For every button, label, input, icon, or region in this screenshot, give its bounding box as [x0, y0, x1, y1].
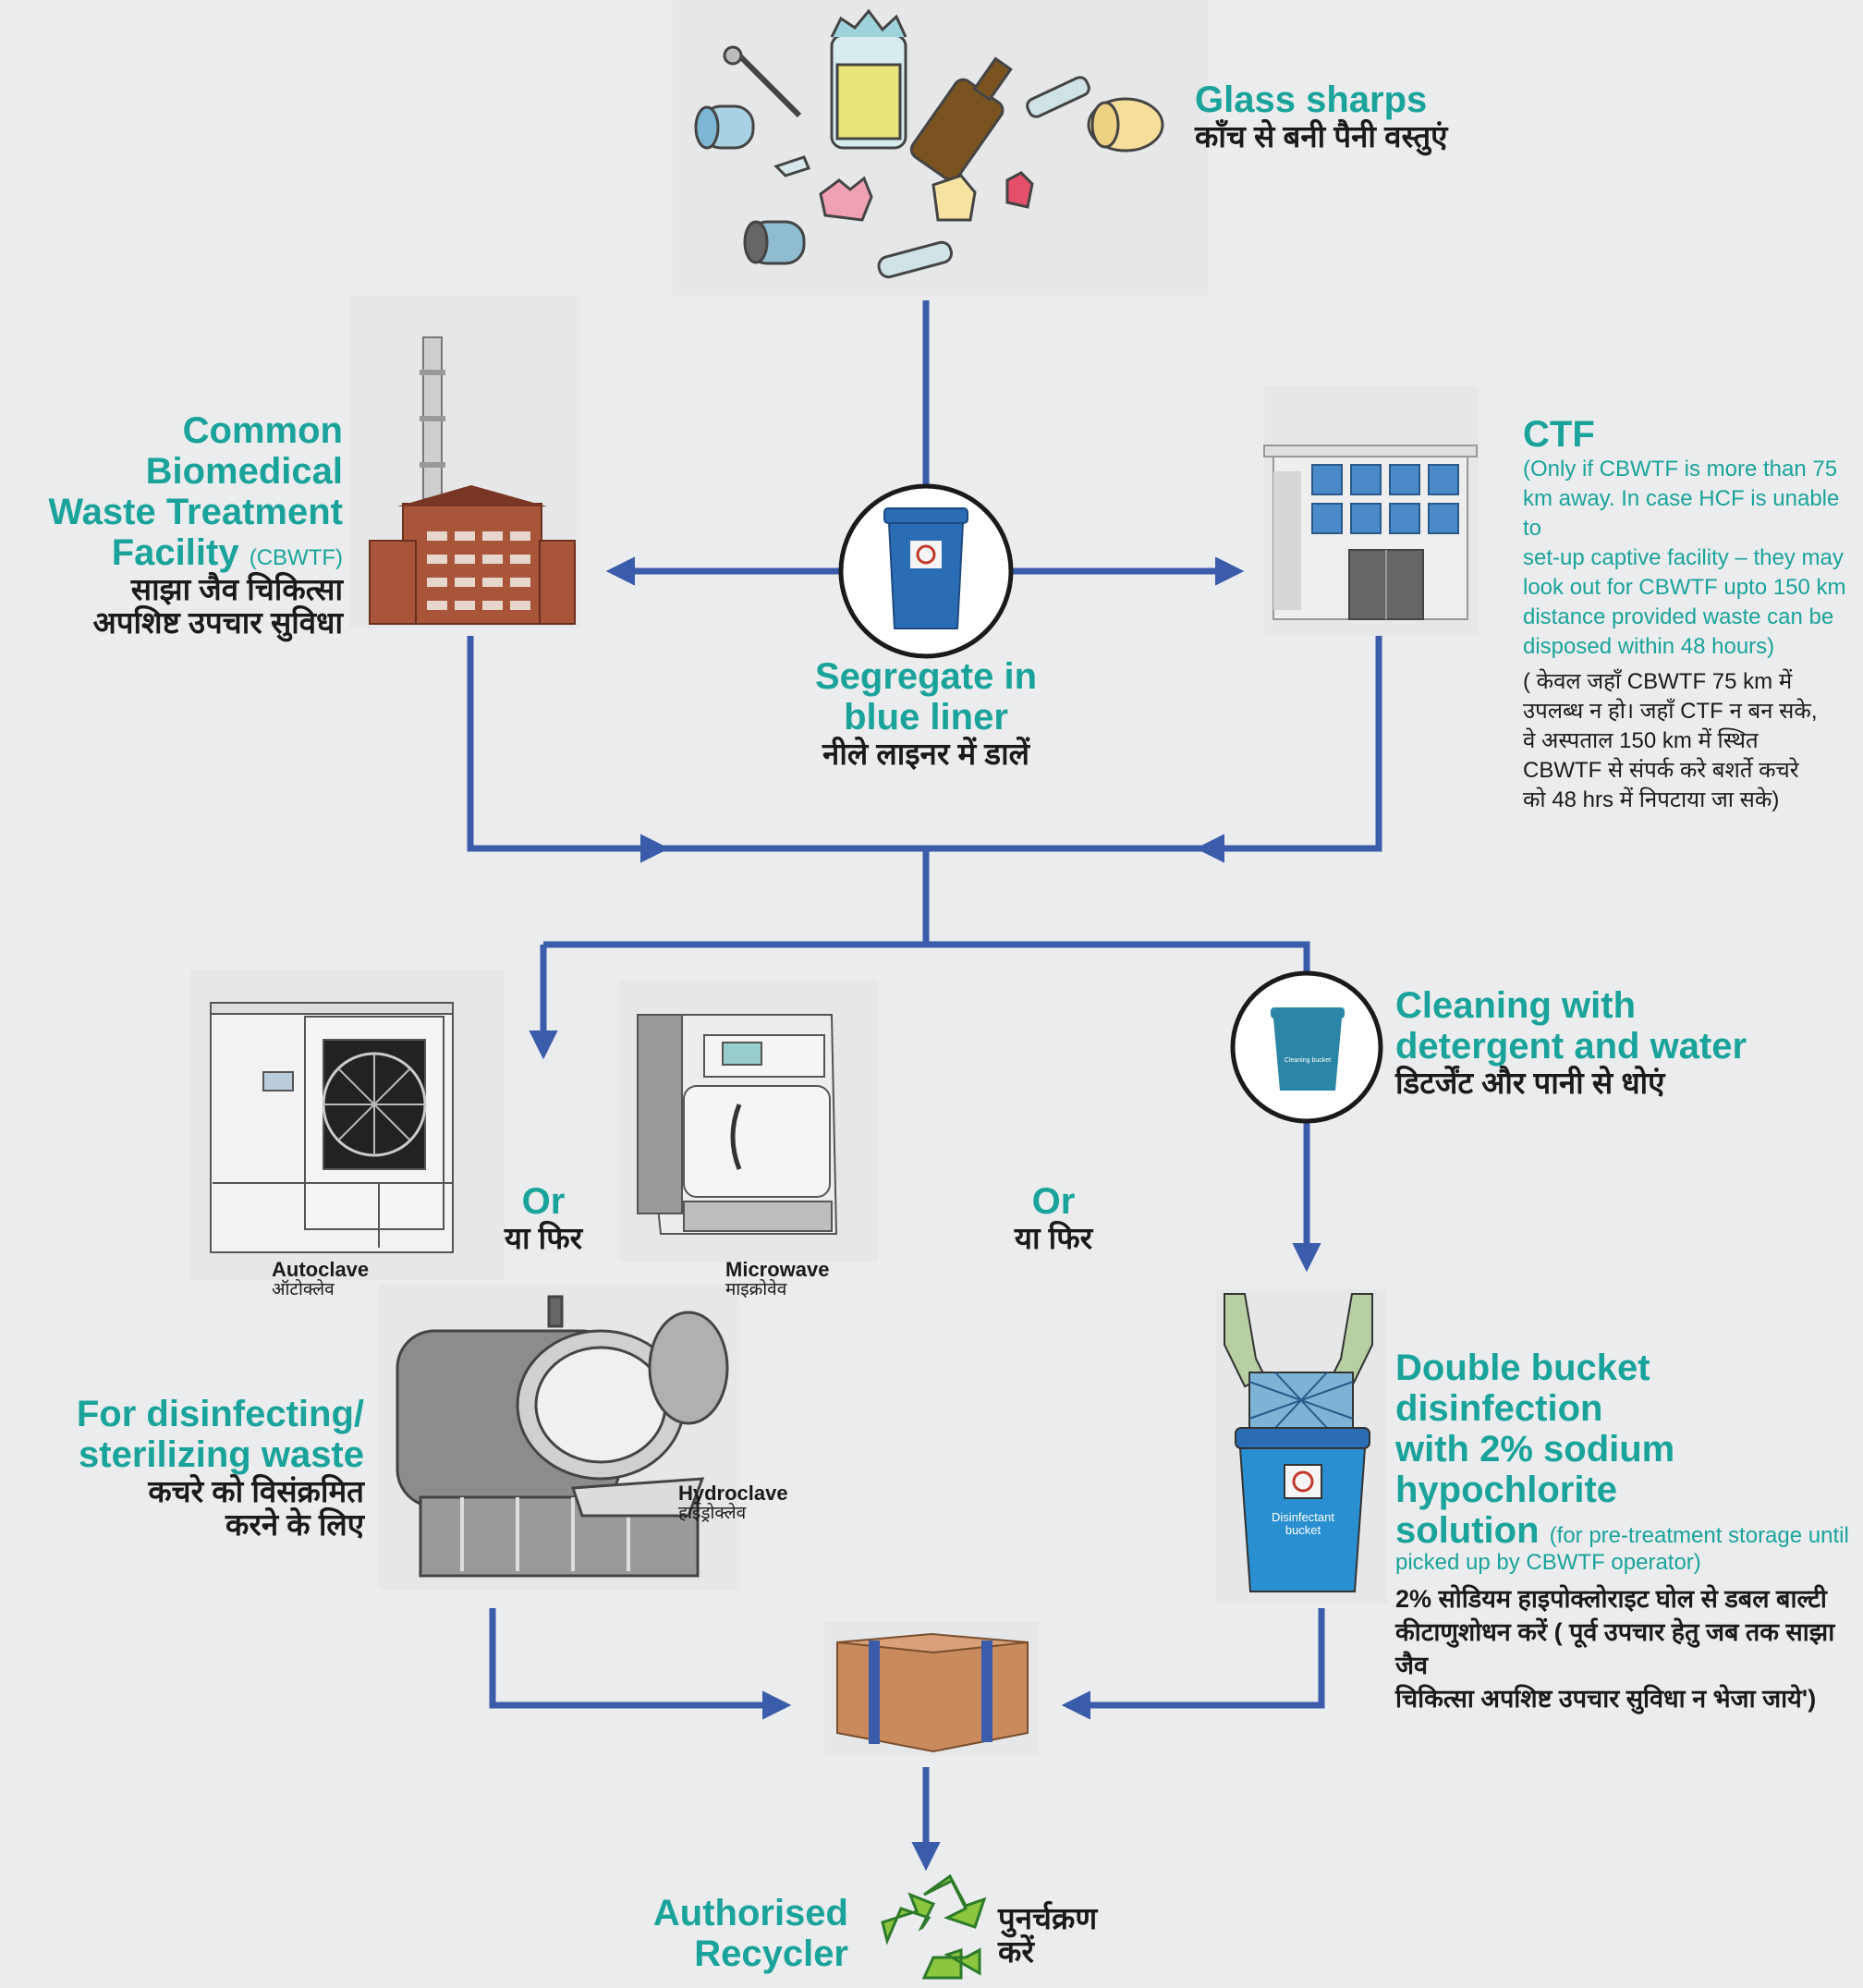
- disinfectant-bucket-text-1: Disinfectant: [1272, 1510, 1334, 1524]
- ctf-hindi-5: को 48 hrs में निपटाया जा सके): [1523, 787, 1780, 812]
- ctf-note-4: look out for CBWTF upto 150 km: [1523, 575, 1846, 600]
- glass-sharps-illustration: [694, 8, 1164, 279]
- microwave-hindi: माइक्रोवेव: [725, 1280, 787, 1300]
- ctf-note-5: distance provided waste can be: [1523, 604, 1834, 629]
- double-bucket-title-3: solution (for pre-treatment storage unti…: [1395, 1510, 1849, 1551]
- ctf-note-1: (Only if CBWTF is more than 75: [1523, 457, 1838, 482]
- double-bucket-title-1: Double bucket disinfection: [1395, 1348, 1650, 1429]
- disinfect-title-1: For disinfecting/: [76, 1394, 364, 1434]
- disinfect-hindi-2: करने के लिए: [225, 1507, 364, 1543]
- double-bucket-note-2: picked up by CBWTF operator): [1395, 1550, 1701, 1575]
- hydroclave-hindi: हाईड्रोक्लेव: [678, 1504, 747, 1524]
- disinfect-title-2: sterilizing waste: [79, 1434, 364, 1475]
- flow-arrows: [467, 300, 1382, 1872]
- recycler-title-2: Recycler: [694, 1933, 848, 1974]
- segregate-hindi: नीले लाइनर में डालें: [822, 737, 1029, 771]
- line-branch: [543, 941, 1310, 976]
- or-hindi-right: या फिर: [1014, 1221, 1093, 1255]
- cbwtf-abbr: (CBWTF): [249, 545, 343, 570]
- glass-sharps-hindi: काँच से बनी पैनी वस्तुएं: [1195, 119, 1448, 153]
- microwave-label: Microwave: [725, 1258, 830, 1281]
- autoclave-label: Autoclave: [272, 1258, 370, 1281]
- line-treatment-to-box: [489, 1608, 792, 1720]
- cbwtf-title-1: Common Biomedical: [145, 410, 343, 492]
- ctf-title: CTF: [1523, 414, 1595, 455]
- line-double-to-box: [1061, 1608, 1325, 1720]
- cbwtf-title-3: Facility (CBWTF): [111, 532, 343, 573]
- disinfect-hindi-1: कचरे को विसंक्रमित: [148, 1474, 364, 1508]
- ctf-hindi-4: CBWTF से संपर्क करे बशर्ते कचरे: [1523, 758, 1799, 783]
- ctf-hindi-2: उपलब्ध न हो। जहाँ CTF न बन सके,: [1523, 699, 1818, 724]
- cleaning-bucket-icon: [1230, 970, 1383, 1124]
- autoclave-hindi: ऑटोक्लेव: [272, 1280, 335, 1300]
- ctf-note-3: set-up captive facility – they may: [1523, 545, 1844, 570]
- glass-sharps-title: Glass sharps: [1195, 79, 1428, 120]
- cbwtf-hindi-2: अपशिष्ट उपचार सुविधा: [92, 605, 343, 640]
- cardboard-box-icon: [836, 1632, 1029, 1753]
- segregate-title-2: blue liner: [844, 697, 1008, 738]
- autoclave-illustration: [210, 1002, 454, 1253]
- recycle-icon: [881, 1873, 987, 1980]
- ctf-note-6: disposed within 48 hours): [1523, 634, 1775, 659]
- segregate-title-1: Segregate in: [814, 656, 1038, 697]
- cleaning-hindi: डिटर्जेंट और पानी से धोएं: [1395, 1066, 1665, 1100]
- or-label-right: Or: [1031, 1181, 1076, 1222]
- cleaning-title-2: detergent and water: [1395, 1026, 1747, 1067]
- ctf-note-2: km away. In case HCF is unable to: [1523, 486, 1840, 541]
- recycler-hindi-1: पुनर्चक्रण: [998, 1901, 1098, 1935]
- hydroclave-label: Hydroclave: [678, 1482, 788, 1505]
- disinfectant-bucket-text-2: bucket: [1285, 1523, 1321, 1538]
- or-hindi-left: या फिर: [504, 1221, 583, 1255]
- ctf-hindi-1: ( केवल जहाँ CBWTF 75 km में: [1523, 669, 1793, 694]
- disinfectant-bucket-illustration: [1224, 1293, 1373, 1592]
- cleaning-bucket-text: Cleaning bucket: [1284, 1057, 1332, 1064]
- cbwtf-title-2: Waste Treatment: [48, 492, 343, 532]
- double-bucket-title-2: with 2% sodium hypochlorite: [1395, 1429, 1675, 1510]
- double-bucket-hindi-1: 2% सोडियम हाइपोक्लोराइट घोल से डबल बाल्ट…: [1395, 1585, 1827, 1614]
- ctf-hindi-3: वे अस्पताल 150 km में स्थित: [1523, 728, 1759, 753]
- or-label-left: Or: [521, 1181, 566, 1222]
- recycler-hindi-2: करें: [998, 1934, 1034, 1970]
- cleaning-title-1: Cleaning with: [1395, 985, 1636, 1026]
- double-bucket-hindi-3: चिकित्सा अपशिष्ट उपचार सुविधा न भेजा जाय…: [1395, 1685, 1817, 1714]
- recycler-title-1: Authorised: [652, 1893, 848, 1933]
- microwave-illustration: [636, 1014, 838, 1235]
- cbwtf-hindi-1: साझा जैव चिकित्सा: [130, 572, 343, 606]
- blue-bin-icon: [838, 483, 1014, 659]
- double-bucket-note-1: (for pre-treatment storage until: [1549, 1523, 1849, 1548]
- hydroclave-illustration: [396, 1295, 729, 1578]
- factory-icon: [369, 336, 576, 625]
- building-icon: [1263, 445, 1478, 620]
- double-bucket-hindi-2: कीटाणुशोधन करें ( पूर्व उपचार हेतु जब तक…: [1395, 1618, 1835, 1680]
